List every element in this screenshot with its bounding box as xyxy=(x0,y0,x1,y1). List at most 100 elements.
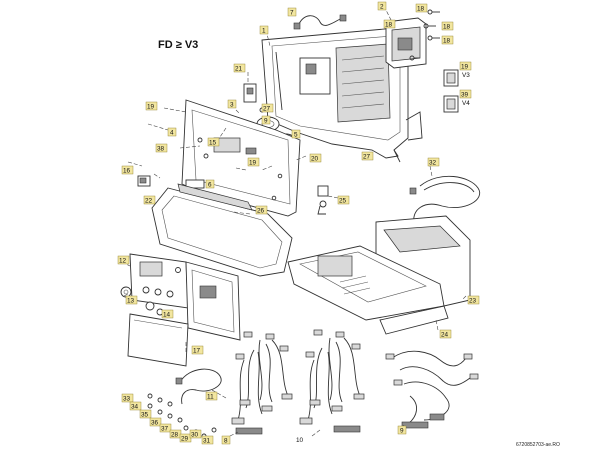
svg-text:29: 29 xyxy=(181,436,189,443)
svg-text:6: 6 xyxy=(208,182,212,189)
callout-8: 8 xyxy=(221,435,231,445)
callout-15: 15 xyxy=(207,137,220,147)
svg-text:25: 25 xyxy=(339,198,347,205)
svg-text:23: 23 xyxy=(469,298,477,305)
lower-cover-part-22 xyxy=(151,183,293,277)
callout-4: 4 xyxy=(167,127,177,137)
callout-31: 31 xyxy=(201,435,214,445)
svg-text:22: 22 xyxy=(145,198,153,205)
knobs-part-14-15 xyxy=(145,301,164,316)
knob-part-13 xyxy=(120,286,132,298)
control-box-part-2 xyxy=(385,17,427,69)
control-panel-part-12 xyxy=(129,253,241,341)
cover-plate-part-17 xyxy=(127,313,189,367)
callout-17: 17 xyxy=(191,345,204,355)
bracket-part-21 xyxy=(243,83,265,113)
callout-28: 28 xyxy=(169,429,182,439)
svg-text:27: 27 xyxy=(263,106,271,113)
svg-text:18: 18 xyxy=(417,6,425,13)
svg-text:12: 12 xyxy=(119,258,127,265)
wiring-harness-part-9 xyxy=(385,350,479,429)
callout-36: 36 xyxy=(149,417,162,427)
svg-text:18: 18 xyxy=(385,22,393,29)
callout-18-a: 18 xyxy=(415,3,428,13)
svg-text:17: 17 xyxy=(193,348,201,355)
callout-6: 6 xyxy=(205,179,215,189)
callout-32: 32 xyxy=(427,157,440,167)
svg-text:34: 34 xyxy=(131,404,139,411)
svg-text:35: 35 xyxy=(141,412,149,419)
svg-text:7: 7 xyxy=(290,10,294,17)
svg-text:11: 11 xyxy=(207,394,214,401)
callout-10: 10 xyxy=(296,437,304,444)
callout-1: 1 xyxy=(259,25,269,35)
svg-text:24: 24 xyxy=(441,332,449,339)
wiring-harness-part-8 xyxy=(231,331,293,435)
callout-29: 29 xyxy=(179,433,192,443)
callout-2: 2 xyxy=(377,1,387,11)
callout-19-b: 19 xyxy=(247,157,260,167)
label-v4: V4 xyxy=(462,100,470,107)
svg-text:21: 21 xyxy=(235,66,243,73)
svg-text:13: 13 xyxy=(127,298,135,305)
callout-38: 38 xyxy=(155,143,168,153)
callout-13: 13 xyxy=(125,295,138,305)
diagram-title: FD ≥ V3 xyxy=(158,39,198,51)
svg-text:9: 9 xyxy=(264,118,268,125)
callout-27-b: 27 xyxy=(361,151,374,161)
cable-part-11 xyxy=(175,368,222,405)
module-v4 xyxy=(443,95,459,113)
callout-9-lower: 9 xyxy=(397,425,407,435)
screws-part-18 xyxy=(409,9,440,61)
callout-37: 37 xyxy=(159,423,172,433)
svg-text:37: 37 xyxy=(161,426,169,433)
clip-part-6 xyxy=(185,179,205,189)
svg-text:16: 16 xyxy=(123,168,131,175)
svg-text:19: 19 xyxy=(147,104,155,111)
callout-11: 11 xyxy=(205,391,218,401)
callout-26: 26 xyxy=(255,205,268,215)
svg-text:4: 4 xyxy=(170,130,174,137)
svg-text:18: 18 xyxy=(443,24,451,31)
wiring-harness-part-10 xyxy=(299,329,365,433)
svg-text:9: 9 xyxy=(400,428,404,435)
svg-text:39: 39 xyxy=(461,92,469,99)
callout-18-c: 18 xyxy=(441,21,454,31)
svg-text:14: 14 xyxy=(163,312,171,319)
svg-text:8: 8 xyxy=(224,438,228,445)
svg-text:36: 36 xyxy=(151,420,159,427)
svg-text:5: 5 xyxy=(294,132,298,139)
switch-part-16 xyxy=(137,175,151,187)
callout-25: 25 xyxy=(337,195,350,205)
svg-text:3: 3 xyxy=(230,102,234,109)
callout-35: 35 xyxy=(139,409,152,419)
svg-text:30: 30 xyxy=(191,432,199,439)
callout-7: 7 xyxy=(287,7,297,17)
svg-text:27: 27 xyxy=(363,154,371,161)
callout-27-a: 27 xyxy=(261,103,274,113)
callout-19-a: 19 xyxy=(145,101,158,111)
callout-19-v3: 19 xyxy=(459,61,472,71)
base-tray-part-23 xyxy=(287,215,471,335)
callout-30: 30 xyxy=(189,429,202,439)
svg-text:31: 31 xyxy=(203,438,211,445)
svg-text:26: 26 xyxy=(257,208,265,215)
callout-18-d: 18 xyxy=(441,35,454,45)
callout-14: 14 xyxy=(161,309,174,319)
leader-lines xyxy=(121,5,467,437)
callout-5: 5 xyxy=(291,129,301,139)
image-code: 6720852703-ae.RO xyxy=(516,442,560,448)
callout-20: 20 xyxy=(309,153,322,163)
callout-12: 12 xyxy=(117,255,130,265)
main-frame-part-1 xyxy=(261,27,423,163)
callout-16: 16 xyxy=(121,165,134,175)
module-v3 xyxy=(443,69,459,87)
label-v3: V3 xyxy=(462,72,470,79)
callout-34: 34 xyxy=(129,401,142,411)
callout-3: 3 xyxy=(227,99,237,109)
svg-text:38: 38 xyxy=(157,146,165,153)
callout-21: 21 xyxy=(233,63,246,73)
svg-text:1: 1 xyxy=(262,28,266,35)
svg-text:20: 20 xyxy=(311,156,319,163)
